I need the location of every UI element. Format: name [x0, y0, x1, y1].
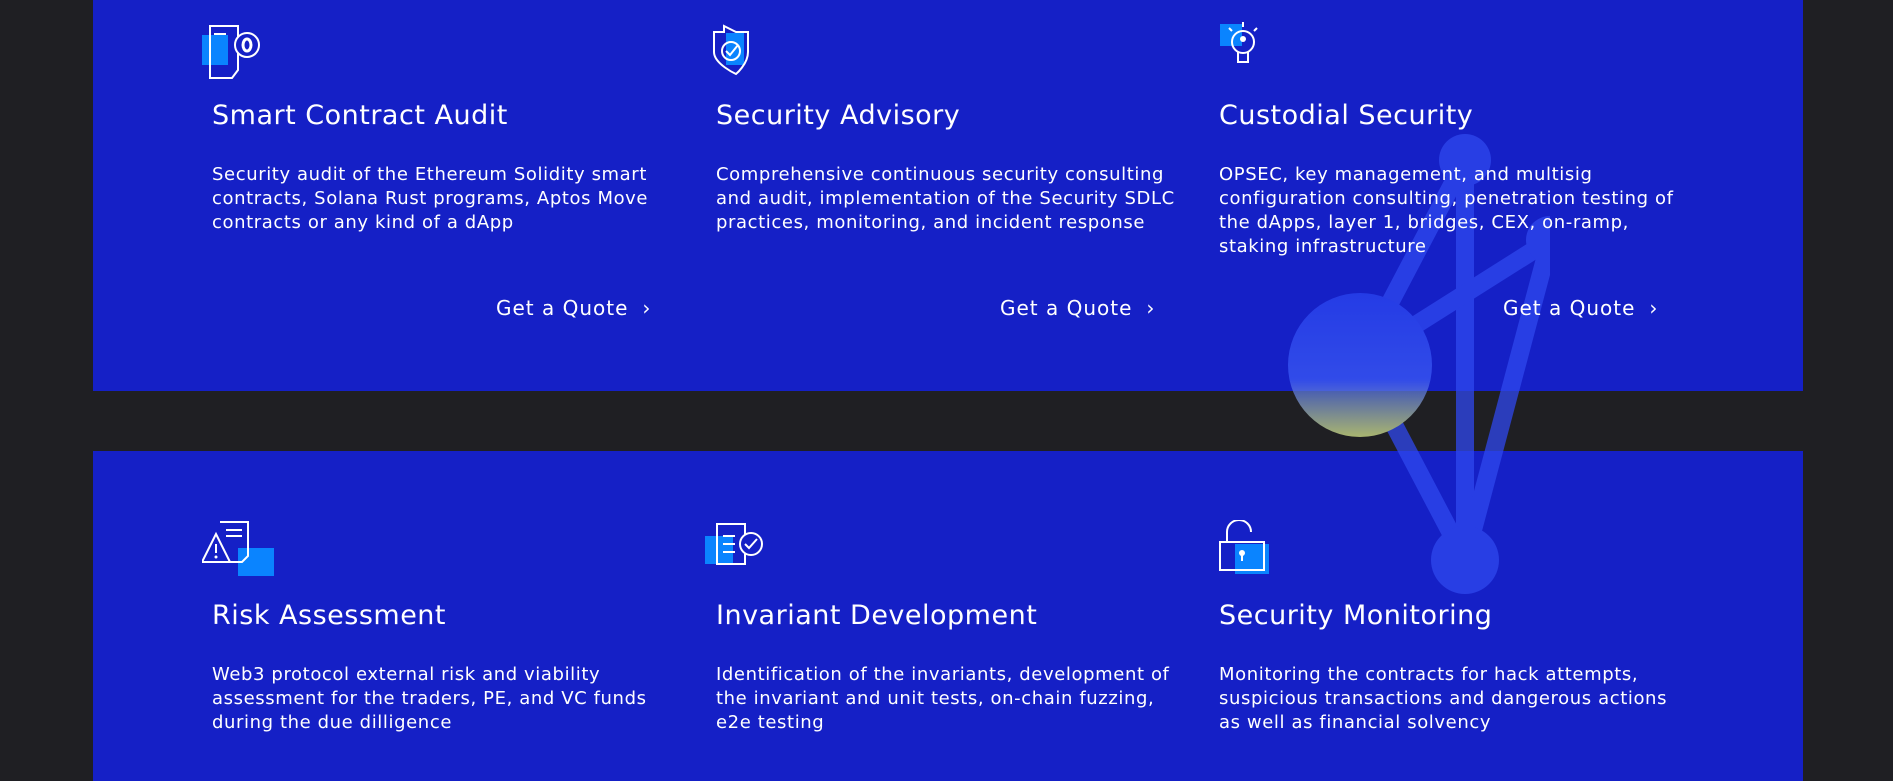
- service-title: Smart Contract Audit: [212, 100, 508, 131]
- service-description: OPSEC, key management, and multisig conf…: [1219, 164, 1674, 257]
- padlock-icon: [1219, 520, 1269, 574]
- service-description: Monitoring the contracts for hack attemp…: [1219, 664, 1668, 733]
- get-quote-label: Get a Quote: [1000, 296, 1133, 320]
- document-eye-icon: [202, 25, 260, 79]
- service-title: Custodial Security: [1219, 100, 1474, 131]
- get-quote-label: Get a Quote: [496, 296, 629, 320]
- get-quote-link[interactable]: Get a Quote ›: [496, 296, 651, 320]
- lightbulb-icon: [1220, 22, 1258, 63]
- service-title: Invariant Development: [716, 600, 1038, 631]
- service-description: Web3 protocol external risk and viabilit…: [212, 664, 647, 733]
- chevron-right-icon: ›: [642, 296, 652, 320]
- document-check-icon: [705, 523, 763, 565]
- shield-check-icon: [713, 24, 749, 76]
- service-title: Security Monitoring: [1219, 600, 1493, 631]
- service-title: Risk Assessment: [212, 600, 447, 631]
- service-title: Security Advisory: [716, 100, 961, 131]
- service-description: Security audit of the Ethereum Solidity …: [212, 164, 649, 233]
- chevron-right-icon: ›: [1649, 296, 1659, 320]
- chevron-right-icon: ›: [1146, 296, 1156, 320]
- get-quote-label: Get a Quote: [1503, 296, 1636, 320]
- service-description: Comprehensive continuous security consul…: [716, 164, 1175, 233]
- get-quote-link[interactable]: Get a Quote ›: [1503, 296, 1658, 320]
- get-quote-link[interactable]: Get a Quote ›: [1000, 296, 1155, 320]
- service-description: Identification of the invariants, develo…: [716, 664, 1170, 733]
- warning-document-icon: [202, 521, 274, 576]
